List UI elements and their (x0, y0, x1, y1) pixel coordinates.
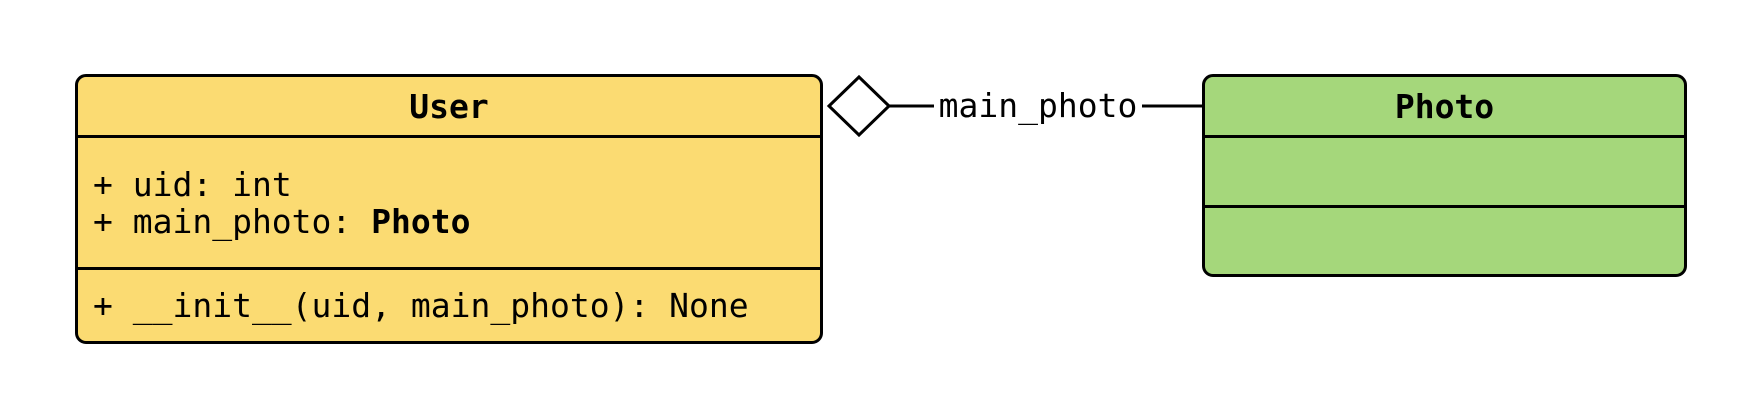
attribute-type: int (232, 164, 292, 204)
class-attributes-photo (1205, 138, 1684, 208)
class-title-photo: Photo (1205, 77, 1684, 138)
attribute-label: + main_photo: (93, 201, 372, 241)
aggregation-edge (826, 74, 1205, 138)
attribute-type-class-ref: Photo (371, 201, 471, 241)
class-box-user: User + uid: int + main_photo: Photo + __… (75, 74, 823, 344)
attribute-label: + uid: (93, 164, 233, 204)
attribute-row-main-photo: + main_photo: Photo (93, 203, 820, 240)
class-attributes-user: + uid: int + main_photo: Photo (78, 138, 820, 270)
edge-label: main_photo (938, 86, 1138, 125)
class-title-user: User (78, 77, 820, 138)
class-methods-photo (1205, 208, 1684, 274)
aggregation-diamond-icon (826, 74, 892, 138)
class-methods-user: + __init__(uid, main_photo): None (78, 270, 820, 341)
attribute-row-uid: + uid: int (93, 166, 820, 203)
class-box-photo: Photo (1202, 74, 1687, 277)
method-row-init: + __init__(uid, main_photo): None (93, 286, 749, 325)
